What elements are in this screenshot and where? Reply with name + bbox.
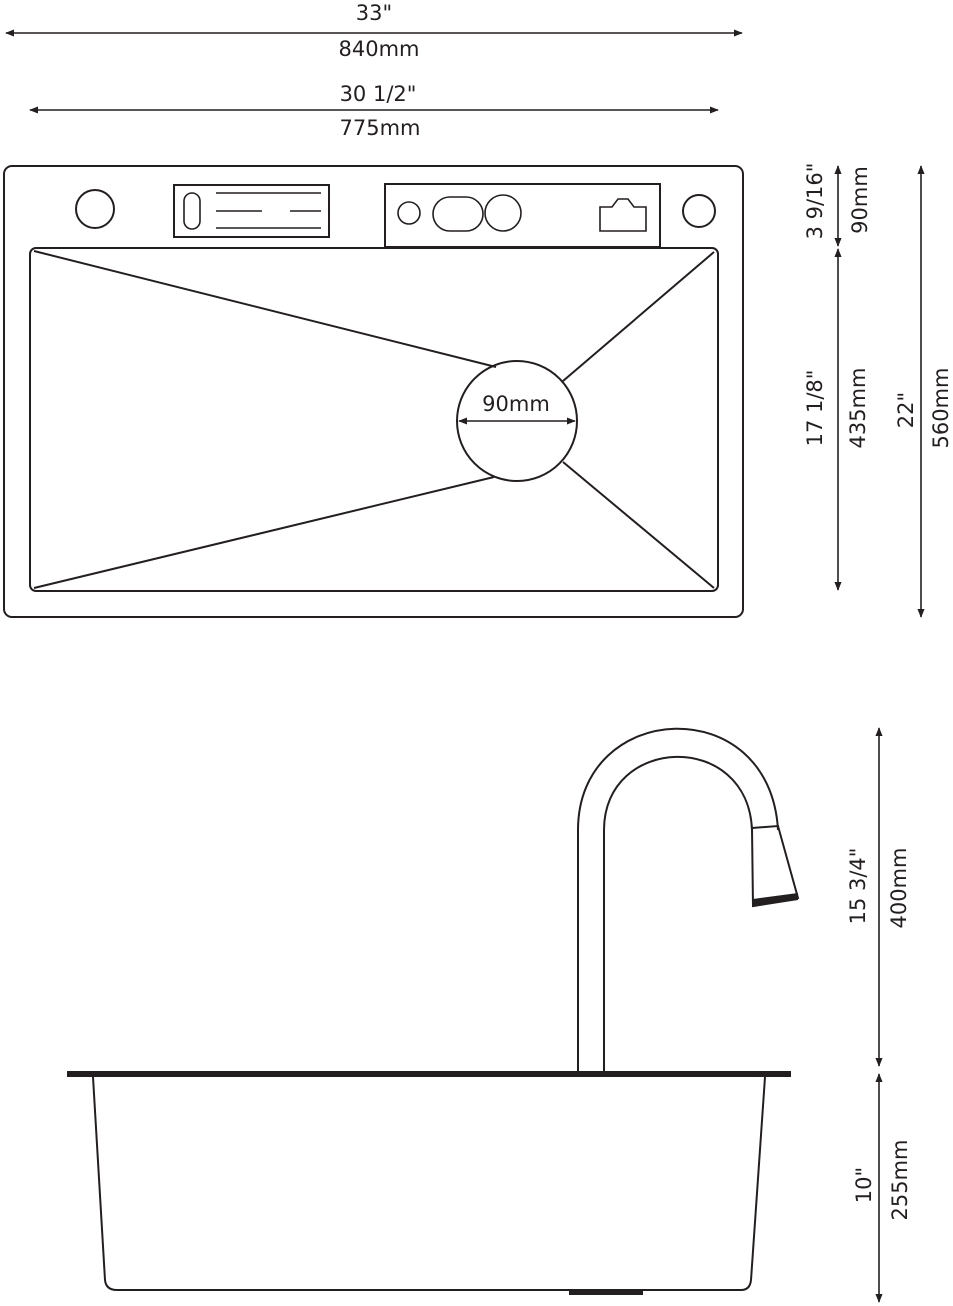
drain-circle [456,360,578,482]
drain-outlet [569,1289,643,1295]
bowl-height-mm-label: 255mm [888,1140,912,1221]
deck-depth-mm-label: 90mm [848,166,872,234]
drain-diameter-label: 90mm [482,392,550,416]
faucet [577,727,800,1073]
overall-depth-in-label: 22" [894,392,918,428]
sink-outline-top [3,165,744,618]
bowl-slope-lines [33,250,715,589]
bowl-width-in-label: 30 1/2" [340,82,417,106]
bowl-outline [29,247,719,592]
bowl-width-mm-label: 775mm [340,116,421,140]
bowl-depth-mm-label: 435mm [846,368,870,449]
faucet-height-mm-label: 400mm [887,848,911,929]
bowl-side-outline [92,1076,766,1291]
countertop-line [67,1071,791,1077]
bowl-height-in-label: 10" [852,1167,876,1203]
left-accessory-hole [75,189,115,229]
control-panel [384,183,661,248]
deck-depth-in-label: 3 9/16" [803,163,827,240]
bowl-depth-in-label: 17 1/8" [803,370,827,447]
overall-depth-mm-label: 560mm [929,368,953,449]
right-accessory-hole [682,194,716,228]
overall-width-mm-label: 840mm [339,37,420,61]
overall-width-in-label: 33" [356,1,392,25]
knife-holder-panel [173,184,330,238]
faucet-height-in-label: 15 3/4" [846,848,870,925]
